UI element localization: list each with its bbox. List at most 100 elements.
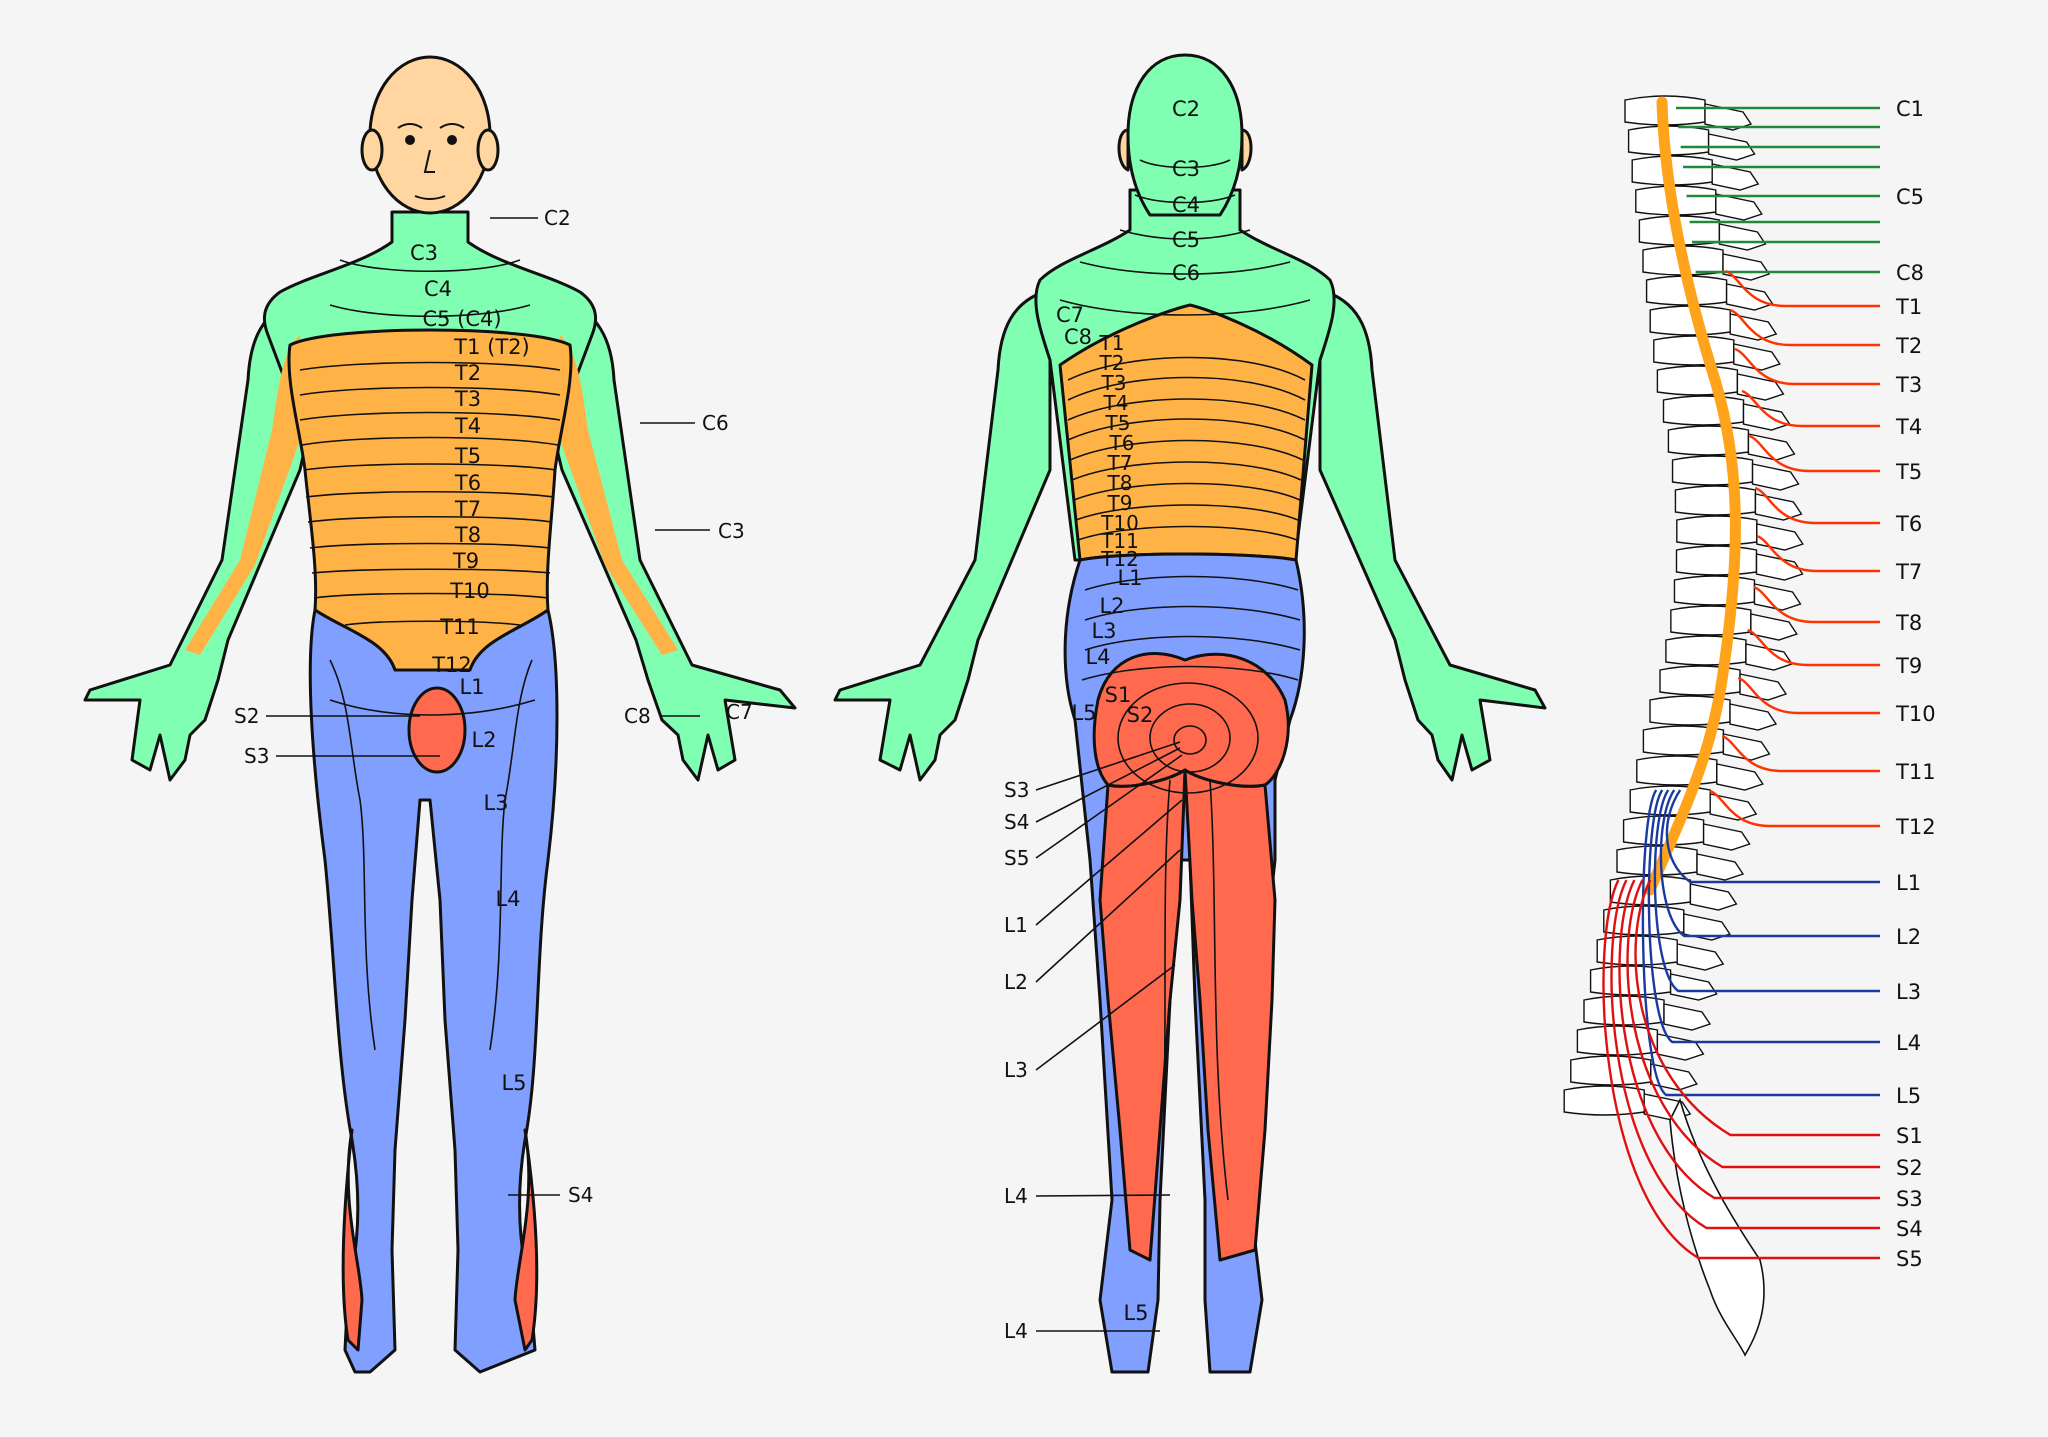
- back-label-c5: C5: [1172, 228, 1200, 252]
- spinous-process: [1715, 193, 1763, 221]
- vertebra: [1673, 575, 1756, 606]
- nerve-l2: [1659, 789, 1880, 938]
- spine-label-c1: C1: [1896, 97, 1924, 121]
- spinous-process: [1747, 433, 1796, 461]
- nerve-t6: [1754, 486, 1880, 525]
- nerve-l3: [1653, 789, 1880, 993]
- spine-label-s4: S4: [1896, 1217, 1923, 1241]
- vertebra: [1671, 455, 1754, 486]
- front-callout-s3: S3: [244, 744, 269, 768]
- nerve-t7: [1756, 534, 1880, 573]
- front-label-c4: C4: [424, 277, 452, 301]
- back-label-c4: C4: [1172, 193, 1200, 217]
- front-label-l3: L3: [483, 791, 508, 815]
- back-callout-l4a: L4: [1004, 1184, 1028, 1208]
- nerve-s4: [1610, 879, 1880, 1230]
- front-label-c3: C3: [410, 241, 438, 265]
- back-label-t8: T8: [1107, 471, 1133, 495]
- front-label-c5: C5 (C4): [422, 307, 501, 331]
- back-body: [833, 53, 1547, 1374]
- back-label-l4: L4: [1085, 645, 1110, 669]
- back-label-s1: S1: [1105, 683, 1132, 707]
- nerve-s3: [1618, 879, 1880, 1200]
- nerve-t9: [1747, 628, 1880, 667]
- front-left-ear: [360, 128, 384, 172]
- spinous-process: [1702, 823, 1751, 851]
- back-label-t11: T11: [1100, 529, 1139, 553]
- back-label-t1: T1: [1099, 331, 1125, 355]
- spine-label-t4: T4: [1895, 415, 1922, 439]
- spine-nerves: [1602, 106, 1880, 1260]
- nerve-t2: [1729, 308, 1880, 347]
- spine-label-t9: T9: [1895, 654, 1922, 678]
- spine-label-l2: L2: [1896, 925, 1921, 949]
- back-label-t7: T7: [1107, 451, 1133, 475]
- spinous-process: [1669, 973, 1718, 1001]
- vertebra: [1670, 605, 1752, 636]
- vertebra: [1667, 425, 1750, 456]
- spine-label-l4: L4: [1896, 1031, 1921, 1055]
- front-genital: [407, 686, 467, 774]
- spinous-process: [1742, 403, 1791, 431]
- front-right-ear: [476, 128, 500, 172]
- front-region-labels: C3 C4 C5 (C4) T1 (T2) T2 T3 T4 T5 T6 T7 …: [410, 241, 530, 1095]
- back-label-t12: T12: [1100, 547, 1139, 571]
- front-label-t8: T8: [454, 523, 481, 547]
- spine-label-t11: T11: [1895, 760, 1936, 784]
- back-label-t9: T9: [1107, 491, 1133, 515]
- back-right-arm: [1318, 288, 1547, 782]
- nerve-l5: [1641, 789, 1880, 1097]
- back-callout-l2: L2: [1004, 970, 1028, 994]
- front-face: [397, 123, 465, 200]
- spine-label-t7: T7: [1895, 560, 1922, 584]
- back-callout-s4: S4: [1004, 810, 1029, 834]
- spinous-process: [1696, 853, 1745, 881]
- spine-labels: C1C5C8T1T2T3T4T5T6T7T8T9T10T11T12L1L2L3L…: [1895, 97, 1936, 1271]
- nerve-t8: [1753, 585, 1880, 624]
- spinous-process: [1711, 163, 1760, 191]
- spinous-process: [1745, 643, 1794, 671]
- front-callout-c8: C8: [624, 704, 651, 728]
- front-callout-c6: C6: [702, 411, 729, 435]
- nerve-t5: [1748, 434, 1880, 473]
- nerve-t12: [1709, 789, 1880, 828]
- vertebra: [1674, 485, 1757, 516]
- back-callout-l4b: L4: [1004, 1319, 1028, 1343]
- spinous-process: [1739, 673, 1788, 701]
- back-label-s2: S2: [1127, 703, 1154, 727]
- vertebra: [1675, 545, 1758, 576]
- back-callout-s3: S3: [1004, 778, 1029, 802]
- spine-label-t1: T1: [1895, 295, 1922, 319]
- back-left-arm: [833, 288, 1052, 782]
- nerve-s5: [1602, 879, 1880, 1260]
- nerve-t4: [1741, 389, 1880, 428]
- front-label-t9: T9: [452, 549, 479, 573]
- front-label-l1: L1: [459, 675, 484, 699]
- front-left-shin-s: [341, 1128, 364, 1352]
- back-ear-left: [1117, 128, 1130, 172]
- back-ear-right: [1240, 128, 1253, 172]
- spine-label-t8: T8: [1895, 611, 1922, 635]
- back-label-l1: L1: [1117, 566, 1142, 590]
- spinous-process: [1663, 1003, 1712, 1031]
- back-sacral-buttocks: [1092, 652, 1290, 788]
- spinous-process: [1754, 493, 1803, 521]
- front-label-t2: T2: [454, 361, 481, 385]
- back-label-heel-l5: L5: [1123, 1301, 1148, 1325]
- back-label-c3: C3: [1172, 157, 1200, 181]
- spine-label-t10: T10: [1895, 702, 1936, 726]
- front-callout-c3: C3: [718, 519, 745, 543]
- spine-label-s5: S5: [1896, 1247, 1923, 1271]
- spine-label-l1: L1: [1896, 871, 1921, 895]
- front-label-t4: T4: [454, 414, 481, 438]
- spinous-process: [1729, 703, 1778, 731]
- spinous-process: [1722, 253, 1771, 281]
- front-callout-s4: S4: [568, 1183, 593, 1207]
- front-label-t3: T3: [454, 387, 481, 411]
- spine-label-l5: L5: [1896, 1084, 1921, 1108]
- front-label-l4: L4: [495, 887, 520, 911]
- front-label-t11: T11: [439, 615, 480, 639]
- front-label-l5: L5: [501, 1071, 526, 1095]
- front-label-t1: T1 (T2): [453, 335, 529, 359]
